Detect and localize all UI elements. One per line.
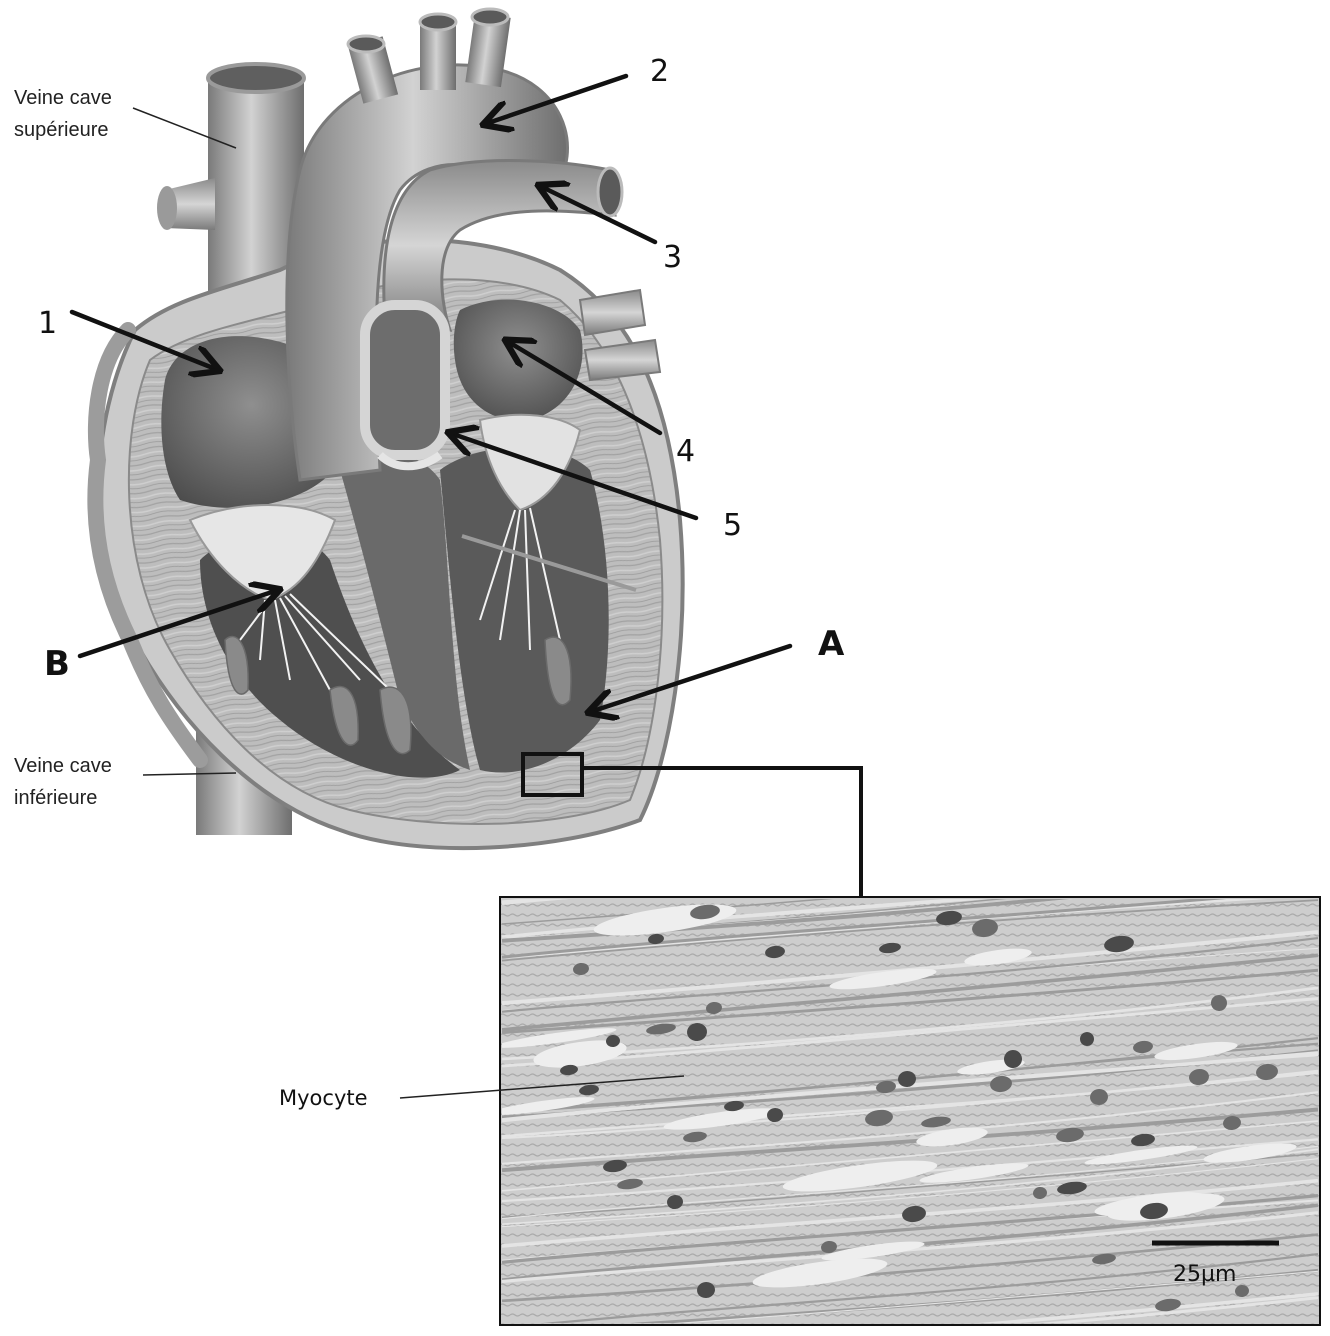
ivc-label-line1: Veine cave [14, 750, 112, 782]
svc-label-line2: supérieure [14, 114, 112, 146]
label-1: 1 [38, 306, 57, 341]
label-B: B [44, 644, 70, 684]
ivc-label-line2: inférieure [14, 782, 112, 814]
label-3: 3 [663, 240, 682, 275]
fiber-streak [502, 832, 1318, 903]
ivc-label: Veine cave inférieure [14, 750, 112, 814]
svc-label: Veine cave supérieure [14, 82, 112, 146]
label-4: 4 [676, 434, 695, 469]
myocyte-label: Myocyte [279, 1086, 368, 1110]
label-2: 2 [650, 54, 669, 89]
label-A: A [818, 624, 844, 664]
pulmonary-trunk [365, 305, 445, 455]
fiber-streak [502, 836, 1318, 903]
svc-label-line1: Veine cave [14, 82, 112, 114]
heart-illustration [95, 9, 682, 848]
scale-bar-label: 25µm [1173, 1262, 1236, 1287]
label-5: 5 [723, 508, 742, 543]
